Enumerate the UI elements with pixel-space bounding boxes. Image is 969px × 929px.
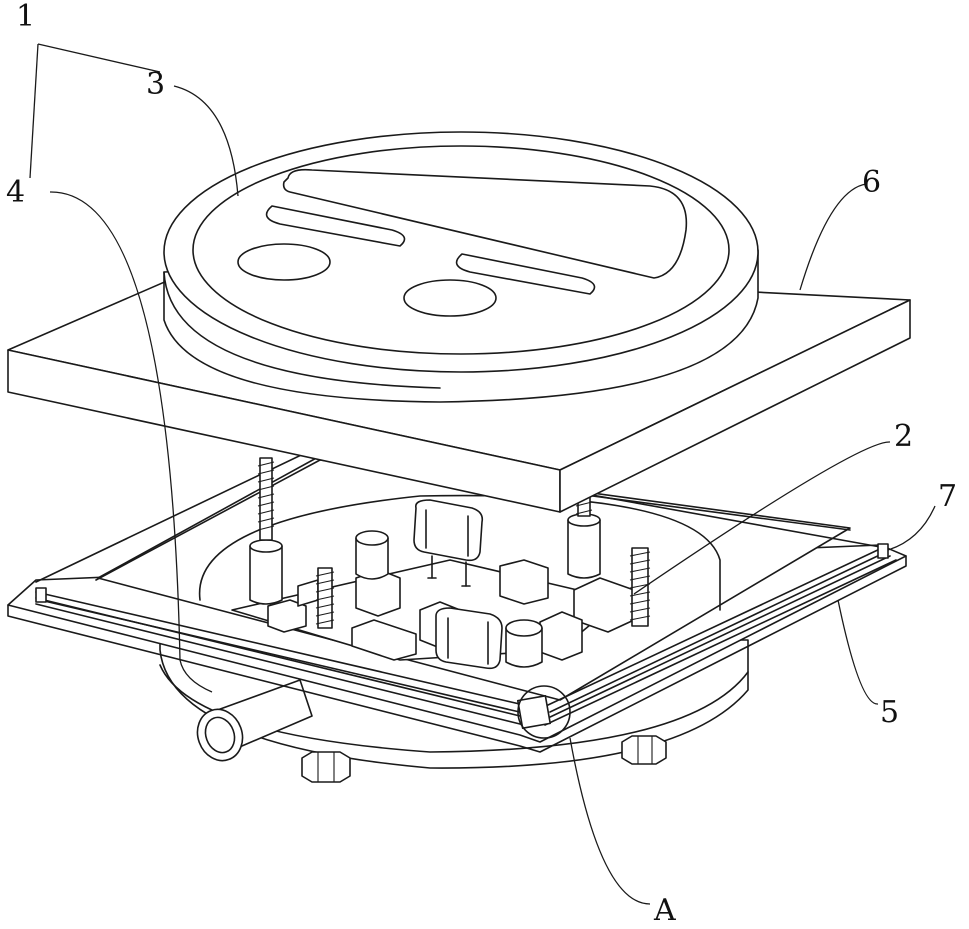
meter-head	[164, 132, 758, 402]
screw-front-right	[630, 548, 650, 626]
label-7: 7	[938, 479, 957, 514]
nut-right	[622, 736, 666, 764]
label-2: 2	[894, 419, 913, 454]
nut-left	[302, 752, 350, 782]
label-a: A	[653, 893, 676, 928]
label-4: 4	[6, 175, 25, 210]
screw-front-left	[316, 568, 334, 628]
label-1: 1	[16, 0, 35, 34]
label-3: 3	[146, 67, 165, 102]
relay-lower	[436, 608, 502, 668]
label-5: 5	[880, 695, 899, 730]
label-6: 6	[862, 165, 881, 200]
